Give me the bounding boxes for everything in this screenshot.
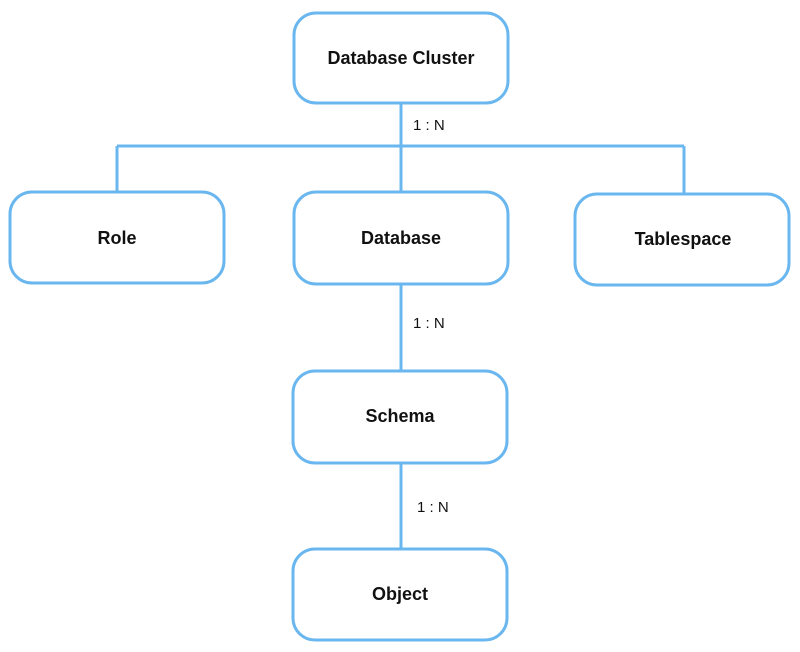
node-tablespace: Tablespace — [573, 192, 791, 287]
node-schema: Schema — [291, 369, 509, 465]
node-label-database: Database — [361, 228, 441, 248]
node-label-database-cluster: Database Cluster — [327, 48, 474, 68]
node-label-schema: Schema — [365, 406, 435, 426]
connectors — [115, 103, 686, 549]
node-database-cluster: Database Cluster — [292, 11, 510, 105]
relation-label-schema-object: 1 : N — [417, 499, 449, 516]
node-role: Role — [8, 190, 226, 285]
node-database: Database — [292, 190, 510, 286]
relation-label-cluster-children: 1 : N — [413, 117, 445, 134]
node-object: Object — [291, 547, 509, 642]
node-label-object: Object — [372, 584, 428, 604]
node-label-role: Role — [97, 228, 136, 248]
relation-label-database-schema: 1 : N — [413, 315, 445, 332]
node-label-tablespace: Tablespace — [635, 229, 732, 249]
